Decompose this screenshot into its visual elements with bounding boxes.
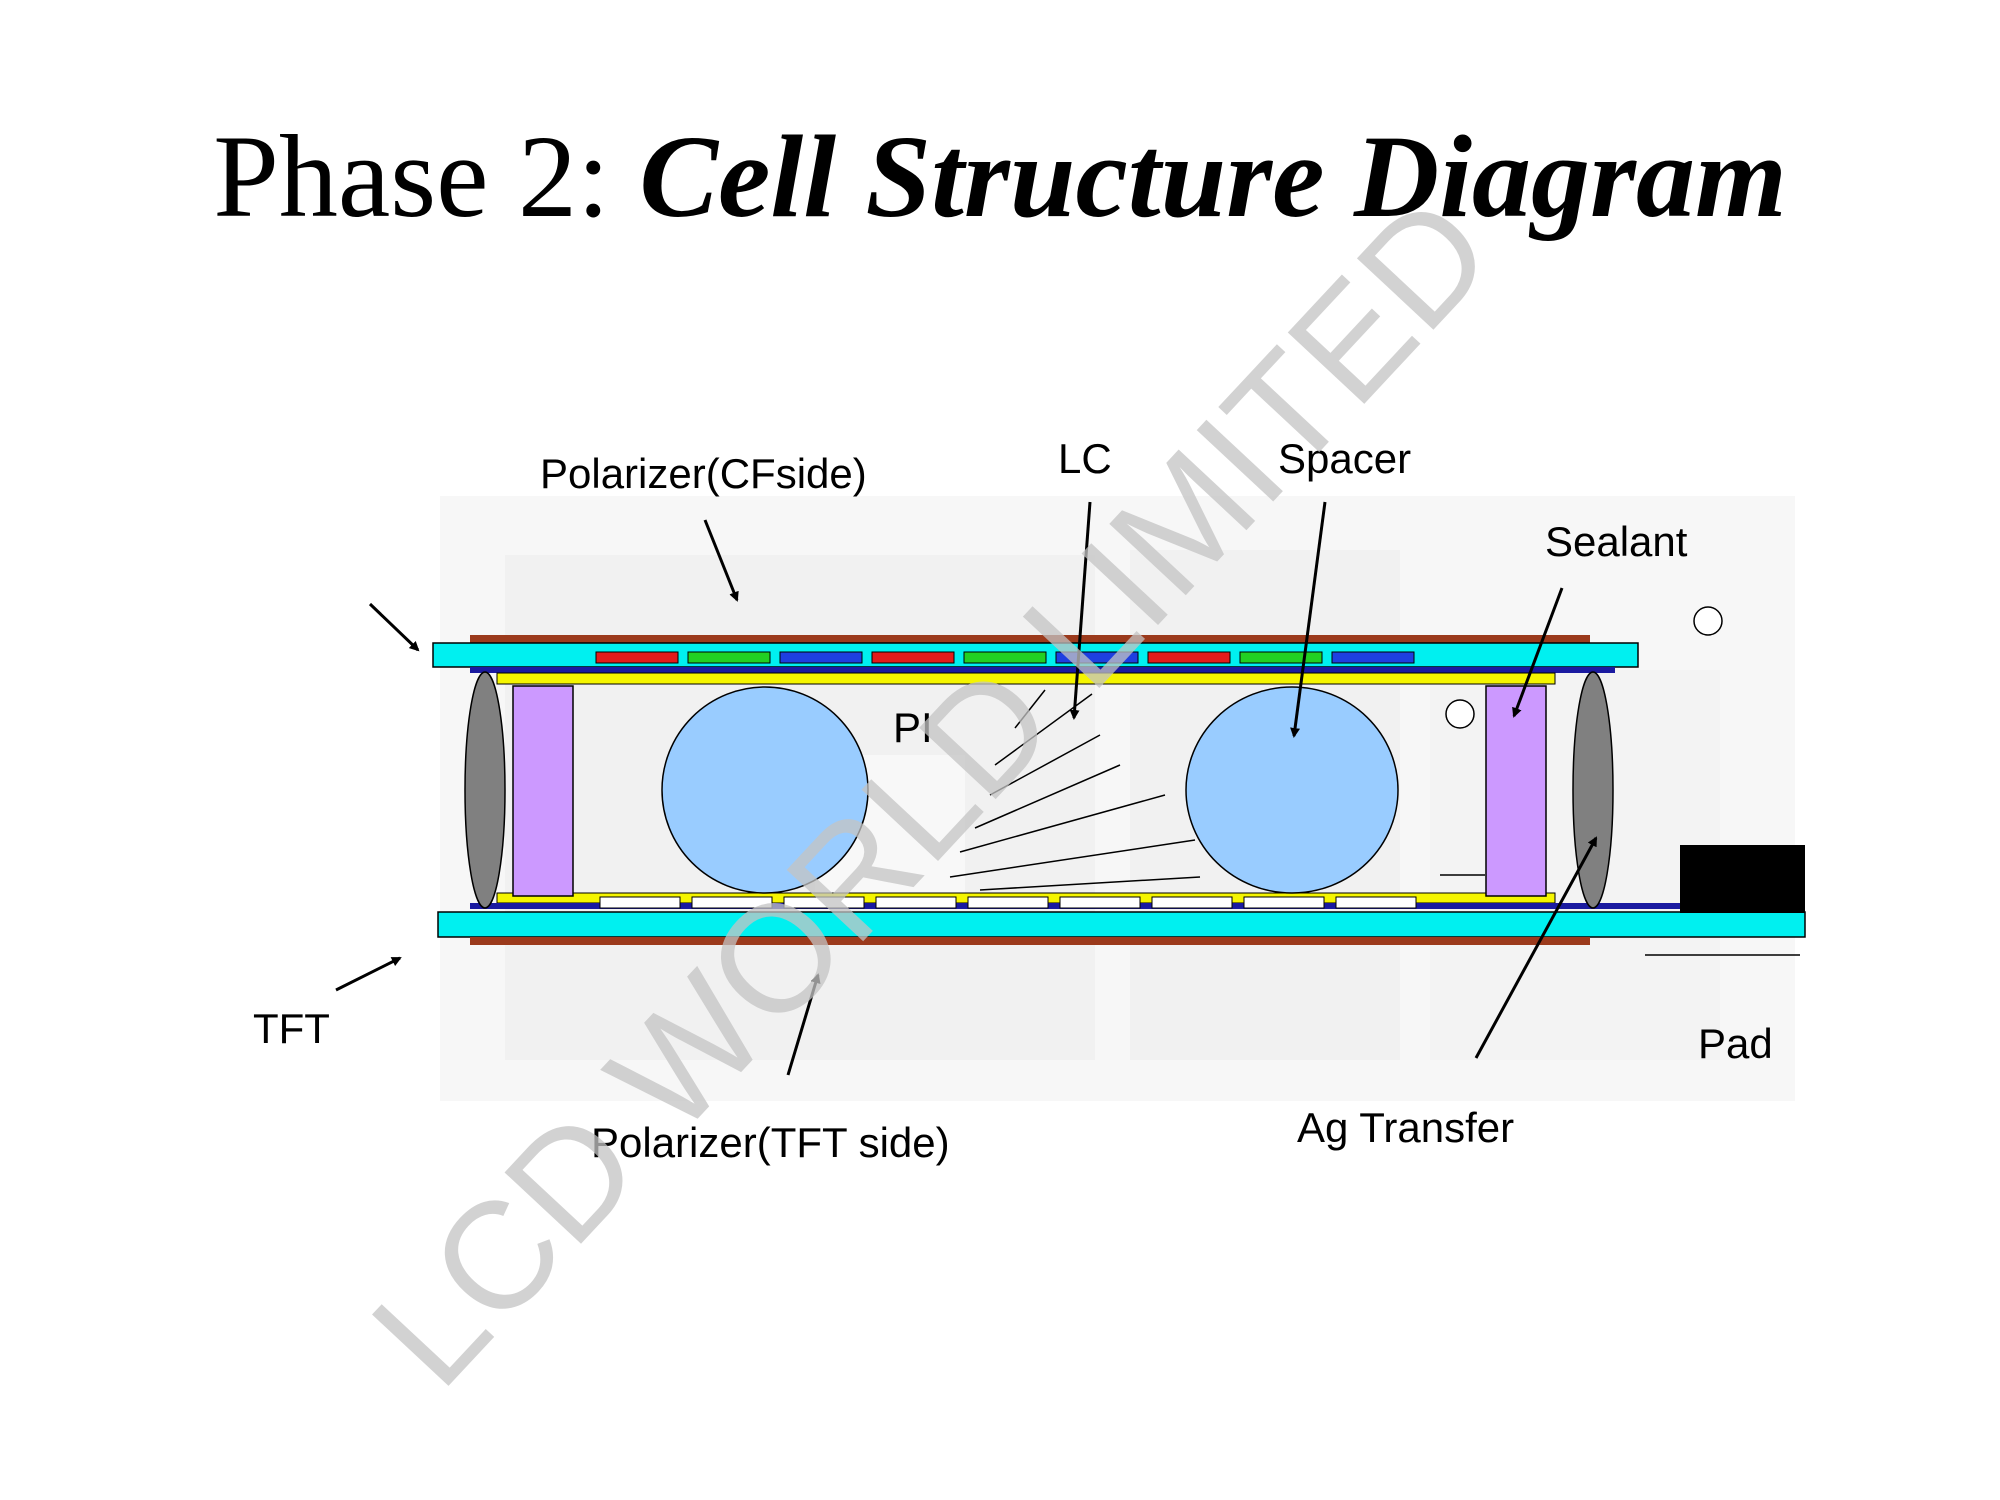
lc-molecule: [979, 876, 1201, 891]
ag-transfer-right: [1572, 671, 1614, 909]
spacer-right: [1185, 686, 1399, 894]
color-filter-green: [687, 651, 771, 664]
pixel-electrode: [1059, 896, 1141, 909]
color-filter-blue: [1331, 651, 1415, 664]
spacer-arrow: [1290, 501, 1327, 738]
label-pad: Pad: [1698, 1020, 1773, 1067]
pad: [1680, 845, 1805, 913]
sealant-arrow: [1512, 587, 1564, 718]
pixel-electrode: [1151, 896, 1233, 909]
pixel-electrode: [599, 896, 681, 909]
label-tft: TFT: [253, 1005, 330, 1052]
lc-molecule: [949, 839, 1196, 878]
label-lc: LC: [1058, 435, 1112, 482]
lc-molecule: [959, 794, 1166, 853]
lc-molecule: [974, 764, 1121, 829]
color-filter-green: [1239, 651, 1323, 664]
label-pi: PI: [893, 704, 933, 751]
label-polarizer-cf: Polarizer(CFside): [540, 450, 867, 497]
label-polarizer-tft: Polarizer(TFT side): [591, 1119, 950, 1166]
bubble-small: [1693, 606, 1723, 636]
sealant-right: [1485, 685, 1547, 897]
cf-electrode-layer: [470, 667, 1615, 673]
lc-molecule: [989, 734, 1101, 796]
polarizer-cf-layer: [470, 635, 1590, 643]
ag-transfer-arrow: [1474, 836, 1598, 1059]
sealant-left: [512, 685, 574, 897]
title-prefix: Phase 2:: [213, 111, 640, 242]
color-filter-blue: [779, 651, 863, 664]
tft-glass-layer: [437, 911, 1806, 938]
bubble-small: [1445, 699, 1475, 729]
spacer-left: [661, 686, 869, 894]
color-filter-red: [1147, 651, 1231, 664]
label-spacer: Spacer: [1278, 435, 1411, 482]
label-sealant: Sealant: [1545, 518, 1688, 565]
ag-transfer-left: [464, 671, 506, 909]
lc-arrow: [1069, 501, 1092, 720]
page-title: Phase 2: Cell Structure Diagram: [0, 118, 2000, 236]
pixel-electrode: [783, 896, 865, 909]
pixel-electrode: [1243, 896, 1325, 909]
pixel-electrode: [691, 896, 773, 909]
title-emphasis: Cell Structure Diagram: [639, 111, 1787, 242]
tft-pixel-electrodes: [599, 896, 1417, 909]
color-filter-red: [871, 651, 955, 664]
pixel-electrode: [875, 896, 957, 909]
pixel-electrode: [967, 896, 1049, 909]
label-ag-transfer: Ag Transfer: [1297, 1104, 1514, 1151]
polarizer-cf-arrow: [703, 519, 739, 602]
color-filter-green: [963, 651, 1047, 664]
cf-glass-arrow: [368, 602, 420, 652]
polarizer-tft-layer: [470, 937, 1590, 945]
pi-top-layer: [496, 672, 1556, 685]
lc-molecule: [1014, 689, 1046, 729]
polarizer-tft-arrow: [786, 973, 821, 1076]
color-filter-blue: [1055, 651, 1139, 664]
color-filter: [595, 651, 1415, 664]
pixel-electrode: [1335, 896, 1417, 909]
color-filter-red: [595, 651, 679, 664]
tft-arrow: [335, 956, 402, 992]
